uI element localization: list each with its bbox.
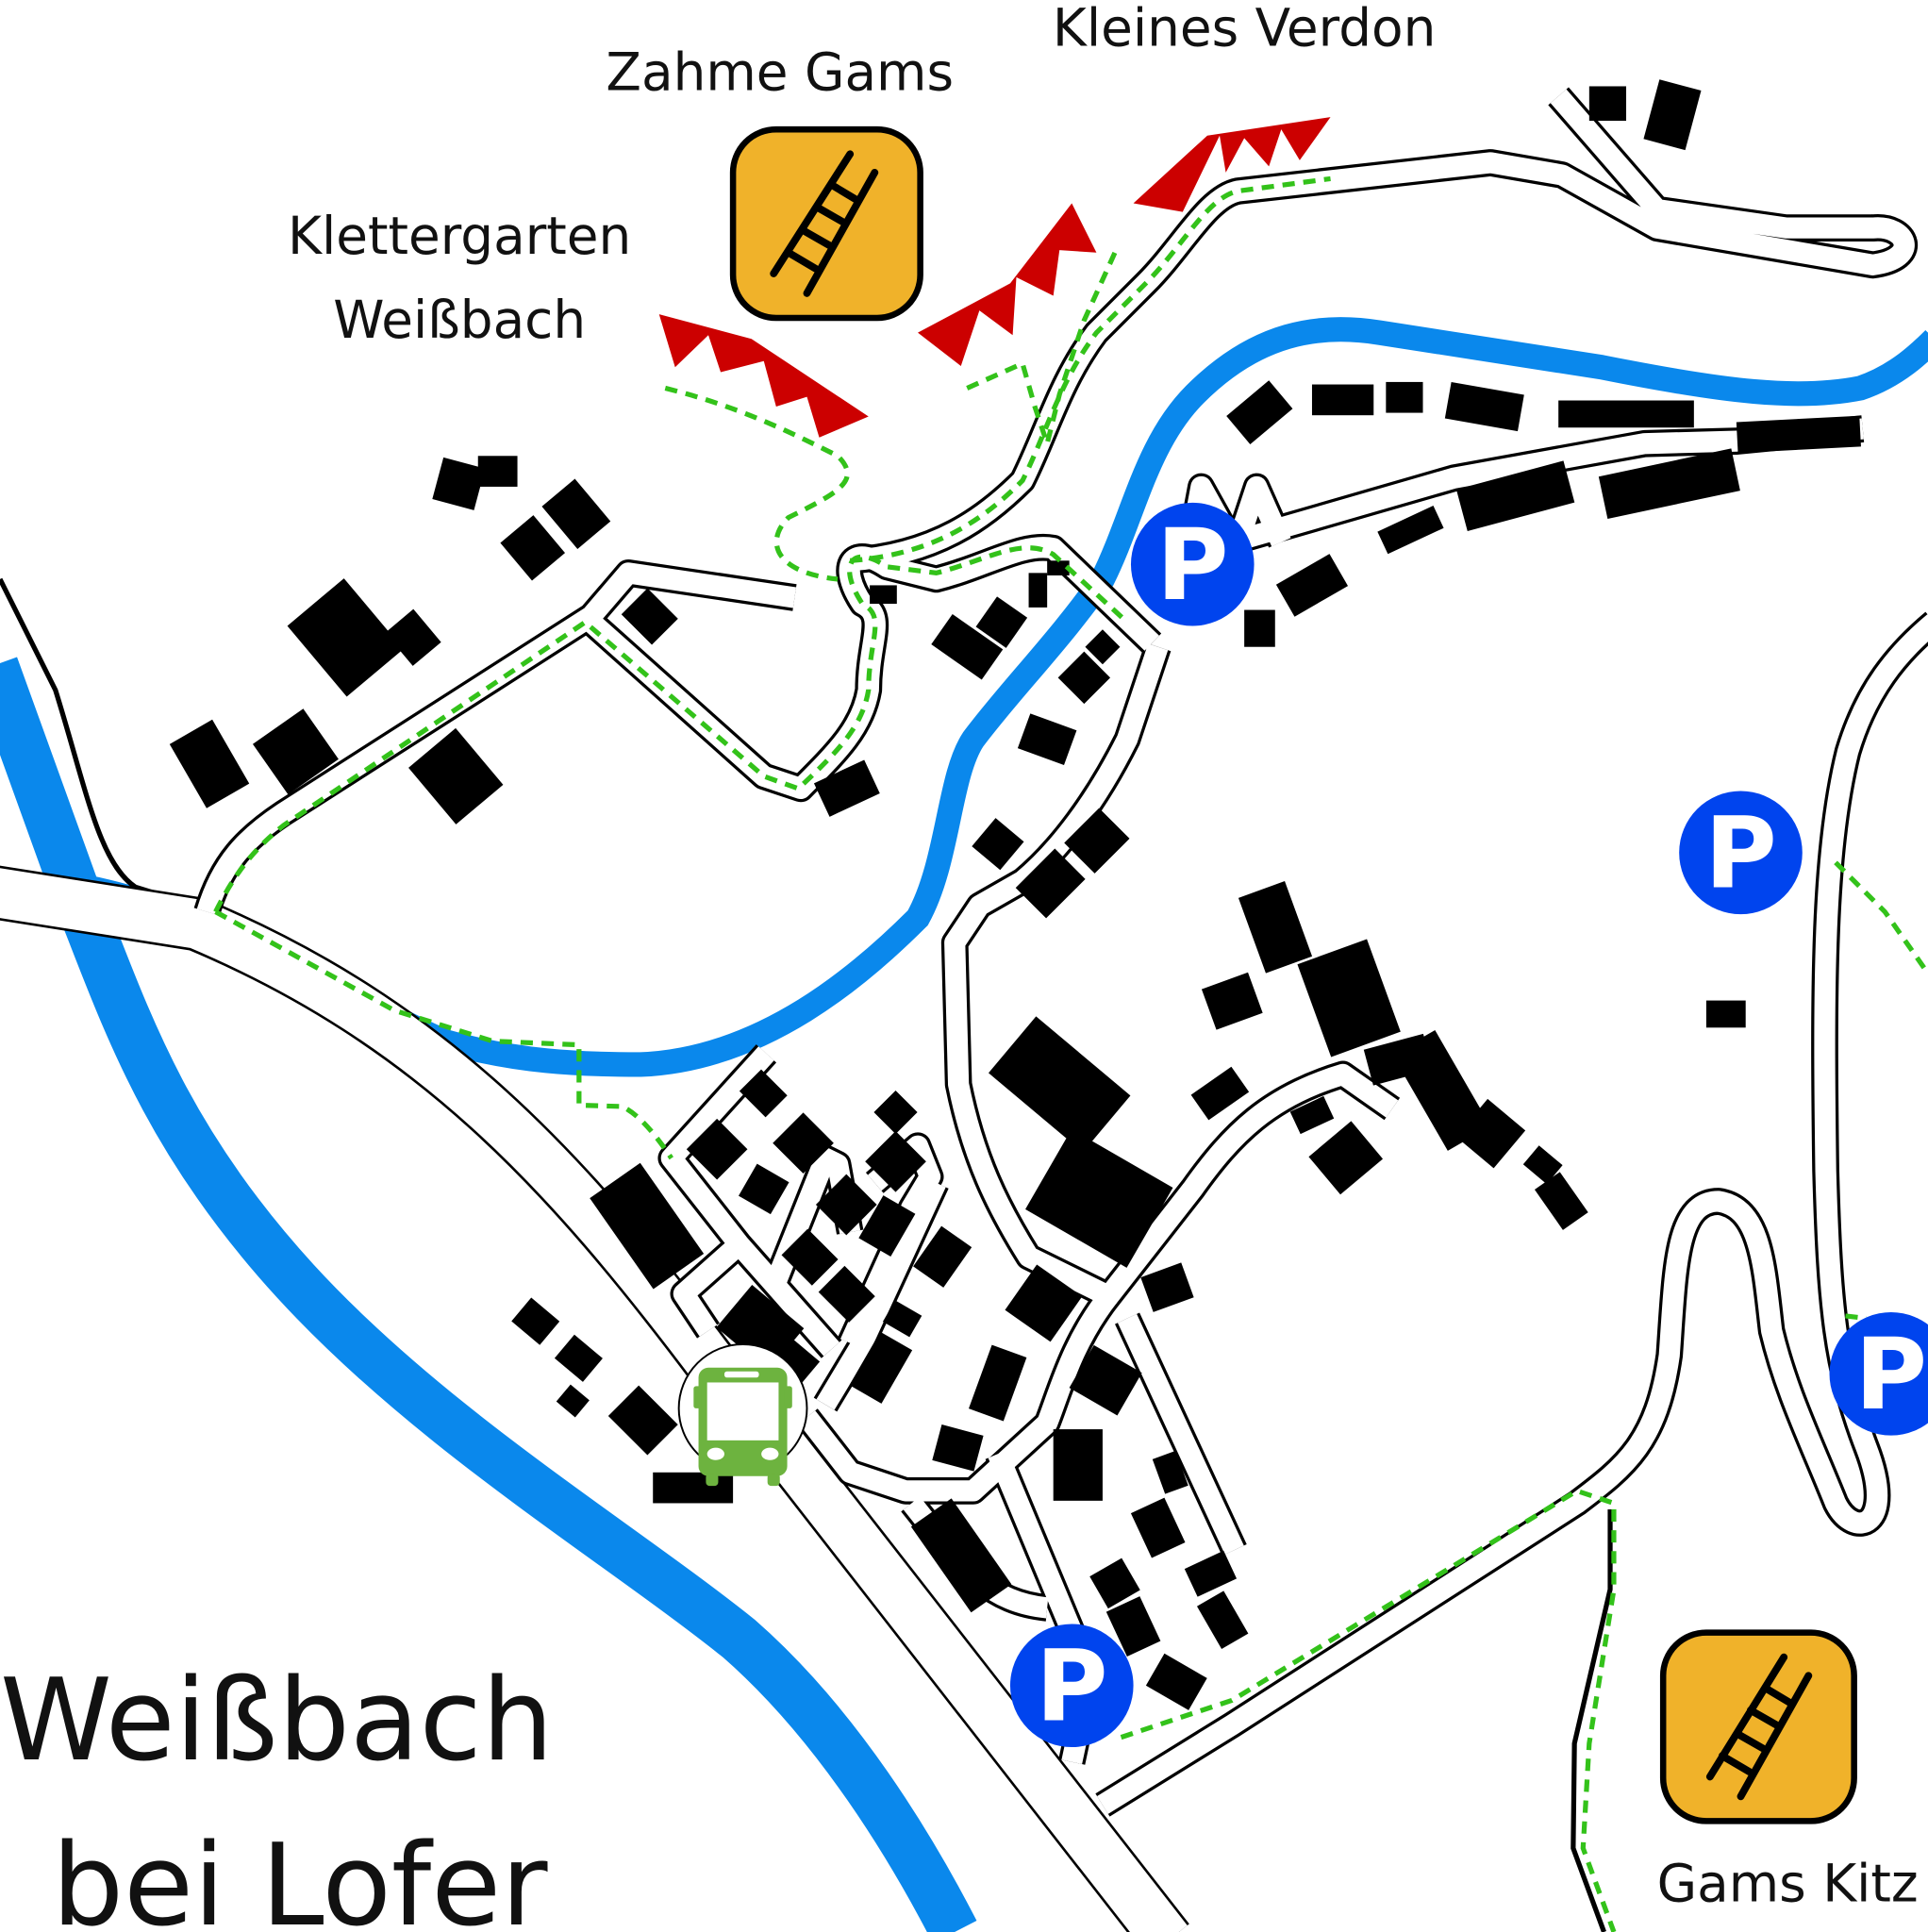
parking-label: P [1704,795,1777,910]
parking-icon[interactable]: P [1130,502,1255,626]
parking-icon[interactable]: P [1009,1624,1134,1748]
bus-stop-icon[interactable] [677,1342,808,1487]
climbing-icon-zahme-gams[interactable] [729,125,923,322]
label-klettergarten-line2: Weißbach [333,290,586,350]
river-tributary [72,317,1928,1077]
parking-label: P [1036,1628,1108,1743]
ladder-icon [770,150,879,297]
label-zahme-gams: Zahme Gams [606,42,954,102]
river-main [0,657,977,1932]
map-title-line1: Weißbach [0,1655,554,1787]
parking-icon[interactable]: P [1829,1312,1928,1436]
label-gams-kitz: Gams Kitz [1657,1853,1919,1913]
ladder-icon [1705,1653,1813,1801]
map-title-line2: bei Lofer [52,1820,548,1932]
cliff-icon [658,117,1331,438]
buildings [169,79,1861,1710]
hiking-trails [213,175,1928,1932]
parking-label: P [1855,1317,1928,1432]
parking-label: P [1156,508,1229,623]
climbing-icon-gams-kitz[interactable] [1659,1629,1857,1824]
label-kleines-verdon: Kleines Verdon [1053,0,1436,58]
label-klettergarten-line1: Klettergarten [288,206,631,266]
track-lines [0,577,1613,1932]
parking-icon[interactable]: P [1679,791,1803,915]
